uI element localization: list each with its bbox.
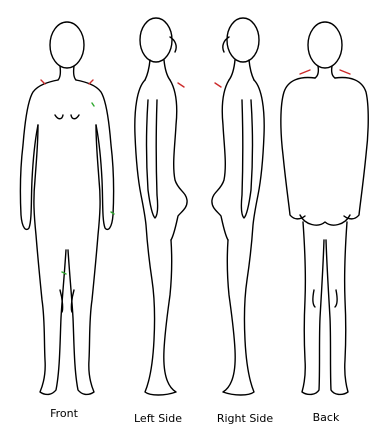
left-neck xyxy=(145,60,170,80)
front-head xyxy=(50,22,84,68)
back-right-leg xyxy=(326,222,348,394)
back-right-torso xyxy=(335,78,368,219)
back-buttocks xyxy=(300,215,350,225)
label-left-side: Left Side xyxy=(113,412,203,425)
right-head xyxy=(227,18,259,62)
back-left-torso xyxy=(281,78,315,219)
back-left-leg xyxy=(302,222,324,394)
back-shoulder-marks xyxy=(300,70,350,74)
right-arm xyxy=(241,100,252,218)
front-right-leg xyxy=(68,125,100,394)
label-right-side: Right Side xyxy=(200,412,290,425)
right-body-front xyxy=(212,80,229,240)
front-green-marks xyxy=(62,103,114,274)
right-shoulder-mark xyxy=(215,83,221,87)
left-head xyxy=(140,18,172,62)
right-body-back xyxy=(223,80,264,395)
left-arm xyxy=(147,100,158,218)
label-front: Front xyxy=(19,407,109,420)
left-body-front xyxy=(170,80,187,240)
front-figure xyxy=(20,22,114,394)
back-figure xyxy=(281,22,368,394)
label-back: Back xyxy=(281,411,369,424)
front-chest-lines xyxy=(55,115,79,119)
back-head xyxy=(308,22,342,68)
back-knees xyxy=(313,290,337,307)
left-shoulder-mark xyxy=(178,83,184,87)
left-side-figure xyxy=(135,18,187,395)
right-side-figure xyxy=(212,18,264,395)
front-left-leg xyxy=(34,125,66,394)
front-left-arm xyxy=(20,80,58,229)
front-right-arm xyxy=(76,80,114,229)
left-body-back xyxy=(135,80,176,395)
right-neck xyxy=(229,60,254,80)
